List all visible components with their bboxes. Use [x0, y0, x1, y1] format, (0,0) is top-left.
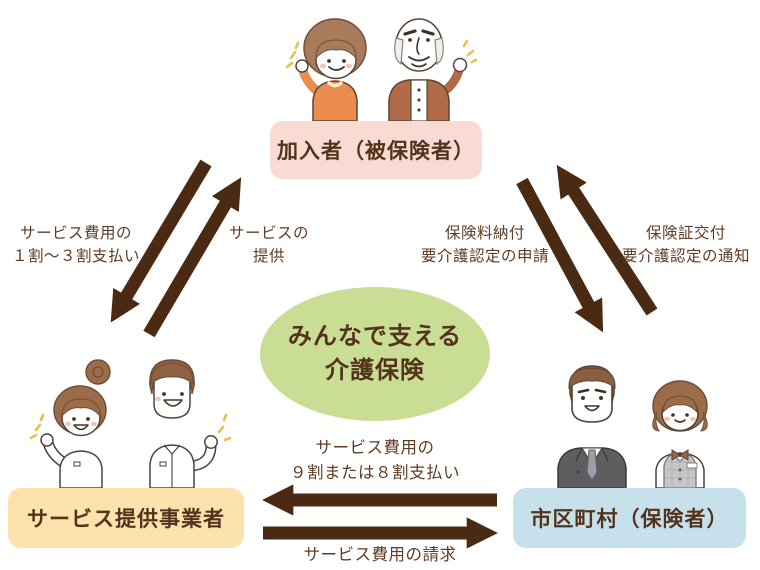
node-provider-label: サービス提供事業者	[27, 507, 225, 531]
center-title-line1: みんなで支える	[287, 322, 463, 351]
elderly-man	[388, 18, 477, 122]
edge-label-premium-application: 保険料納付 要介護認定の申請	[420, 224, 549, 266]
arrow-service-provision	[143, 177, 242, 338]
center-title-line2: 介護保険	[325, 356, 425, 384]
sparkle-marks-icon	[217, 413, 232, 442]
arrow-card-notification	[556, 164, 658, 316]
elderly-couple-illustration	[285, 18, 477, 122]
edge-label-payment-1-3: サービス費用の １割～３割支払い	[11, 224, 140, 266]
sparkle-marks-icon	[285, 41, 300, 69]
elderly-woman	[285, 18, 367, 122]
node-service-provider: サービス提供事業者	[8, 488, 244, 548]
municipal-man	[557, 365, 627, 488]
sparkle-marks-icon	[29, 413, 45, 440]
edge-label-payment-9-8: サービス費用の ９割または８割支払い	[290, 438, 460, 482]
center-theme-ellipse: みんなで支える 介護保険	[260, 287, 490, 421]
care-staff-illustration	[29, 359, 232, 488]
node-insured-label: 加入者（被保険者）	[277, 139, 475, 163]
edge-label-service-provision: サービスの 提供	[228, 224, 309, 266]
municipal-staff-illustration	[557, 365, 708, 488]
node-insured: 加入者（被保険者）	[270, 121, 482, 179]
care-staff-woman	[29, 359, 111, 488]
edge-label-card-notification: 保険証交付 要介護認定の通知	[621, 224, 750, 266]
node-municipality: 市区町村（保険者）	[513, 488, 746, 548]
edge-label-billing: サービス費用の請求	[303, 545, 457, 564]
care-staff-man	[149, 359, 232, 488]
sparkle-marks-icon	[462, 39, 477, 64]
municipal-woman	[652, 380, 708, 488]
arrow-payment-1-3	[110, 159, 212, 323]
node-municipality-label: 市区町村（保険者）	[530, 507, 729, 531]
arrow-premium-application	[516, 177, 604, 333]
